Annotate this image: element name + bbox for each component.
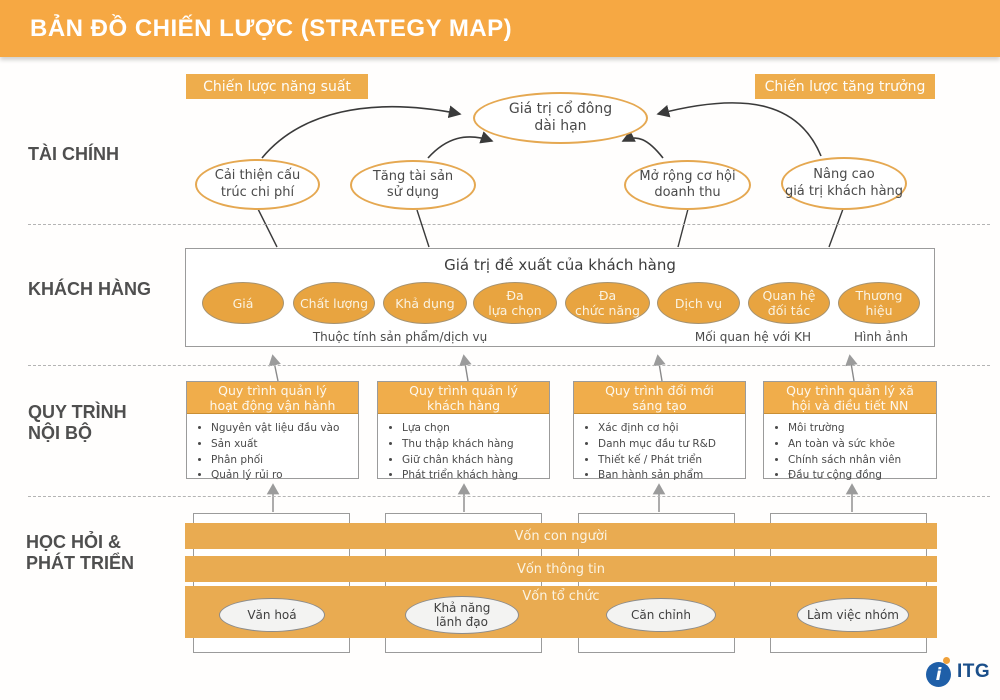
node-availability: Khả dụng xyxy=(383,282,467,324)
node-price: Giá xyxy=(202,282,284,324)
row-label-learning-growth: HỌC HỎI & PHÁT TRIỂN xyxy=(26,532,134,573)
process-box-list: Môi trường An toàn và sức khỏe Chính sác… xyxy=(788,421,932,484)
node-functionality: Đa chức năng xyxy=(565,282,650,324)
process-box-header: Quy trình quản lý xã hội và điều tiết NN xyxy=(764,382,936,414)
node-alignment: Căn chỉnh xyxy=(606,598,716,632)
process-item: Lựa chọn xyxy=(402,421,545,437)
process-item: Danh mục đầu tư R&D xyxy=(598,437,741,453)
process-box-innovation: Quy trình đổi mới sáng tạo Xác định cơ h… xyxy=(573,381,746,481)
page-title: BẢN ĐỒ CHIẾN LƯỢC (STRATEGY MAP) xyxy=(30,14,513,42)
itg-logo-icon: i xyxy=(926,657,954,687)
node-teamwork: Làm việc nhóm xyxy=(797,598,909,632)
process-item: Môi trường xyxy=(788,421,932,437)
process-box-social-regulatory: Quy trình quản lý xã hội và điều tiết NN… xyxy=(763,381,937,481)
node-increase-asset-utilization: Tăng tài sản sử dụng xyxy=(350,160,476,210)
node-leadership: Khả năng lãnh đạo xyxy=(405,596,519,634)
process-item: Thu thập khách hàng xyxy=(402,437,545,453)
node-quality: Chất lượng xyxy=(293,282,375,324)
node-service: Dịch vụ xyxy=(657,282,740,324)
row-divider-customer-process xyxy=(28,365,990,366)
row-label-customer: KHÁCH HÀNG xyxy=(28,279,151,299)
process-box-list: Nguyên vật liệu đầu vào Sản xuất Phân ph… xyxy=(211,421,354,484)
label-image: Hình ảnh xyxy=(854,330,908,344)
customer-value-proposition-title: Giá trị đề xuất của khách hàng xyxy=(444,256,676,274)
process-box-list: Lựa chọn Thu thập khách hàng Giữ chân kh… xyxy=(402,421,545,484)
process-item: Chính sách nhân viên xyxy=(788,453,932,469)
bar-human-capital: Vốn con người xyxy=(185,523,937,549)
node-brand: Thương hiệu xyxy=(838,282,920,324)
node-long-term-shareholder-value: Giá trị cổ đông dài hạn xyxy=(473,92,648,144)
bar-information-capital: Vốn thông tin xyxy=(185,556,937,582)
row-label-internal-process: QUY TRÌNH NỘI BỘ xyxy=(28,402,127,443)
process-item: Giữ chân khách hàng xyxy=(402,453,545,469)
logo-dot xyxy=(943,657,950,664)
label-customer-relationship: Mối quan hệ với KH xyxy=(694,330,812,344)
label-product-service-attributes: Thuộc tính sản phẩm/dịch vụ xyxy=(312,330,488,344)
row-label-finance: TÀI CHÍNH xyxy=(28,144,119,164)
process-item: Xác định cơ hội xyxy=(598,421,741,437)
process-box-operations: Quy trình quản lý hoạt động vận hành Ngu… xyxy=(186,381,359,481)
process-item: Thiết kế / Phát triển xyxy=(598,453,741,469)
process-box-list: Xác định cơ hội Danh mục đầu tư R&D Thiế… xyxy=(598,421,741,484)
row-divider-finance-customer xyxy=(28,224,990,225)
process-box-header: Quy trình đổi mới sáng tạo xyxy=(574,382,745,414)
itg-logo: i ITG xyxy=(926,657,990,687)
node-enhance-customer-value: Nâng cao giá trị khách hàng xyxy=(781,157,907,210)
process-item: An toàn và sức khỏe xyxy=(788,437,932,453)
process-item: Phát triển khách hàng xyxy=(402,468,545,484)
process-item: Quản lý rủi ro xyxy=(211,468,354,484)
process-box-customer-management: Quy trình quản lý khách hàng Lựa chọn Th… xyxy=(377,381,550,481)
node-selection: Đa lựa chọn xyxy=(473,282,557,324)
node-expand-revenue-opportunities: Mở rộng cơ hội doanh thu xyxy=(624,160,751,210)
page-header: BẢN ĐỒ CHIẾN LƯỢC (STRATEGY MAP) xyxy=(0,0,1000,57)
itg-logo-text: ITG xyxy=(957,661,991,682)
process-item: Phân phối xyxy=(211,453,354,469)
node-partnership: Quan hệ đối tác xyxy=(748,282,830,324)
node-culture: Văn hoá xyxy=(219,598,325,632)
logo-circle-i: i xyxy=(926,662,951,687)
process-item: Sản xuất xyxy=(211,437,354,453)
process-item: Nguyên vật liệu đầu vào xyxy=(211,421,354,437)
row-divider-process-learning xyxy=(28,496,990,497)
growth-strategy-label: Chiến lược tăng trưởng xyxy=(755,74,935,99)
process-item: Đầu tư cộng đồng xyxy=(788,468,932,484)
process-box-header: Quy trình quản lý hoạt động vận hành xyxy=(187,382,358,414)
process-item: Ban hành sản phẩm xyxy=(598,468,741,484)
process-box-header: Quy trình quản lý khách hàng xyxy=(378,382,549,414)
productivity-strategy-label: Chiến lược năng suất xyxy=(186,74,368,99)
node-improve-cost-structure: Cải thiện cấu trúc chi phí xyxy=(195,159,320,210)
